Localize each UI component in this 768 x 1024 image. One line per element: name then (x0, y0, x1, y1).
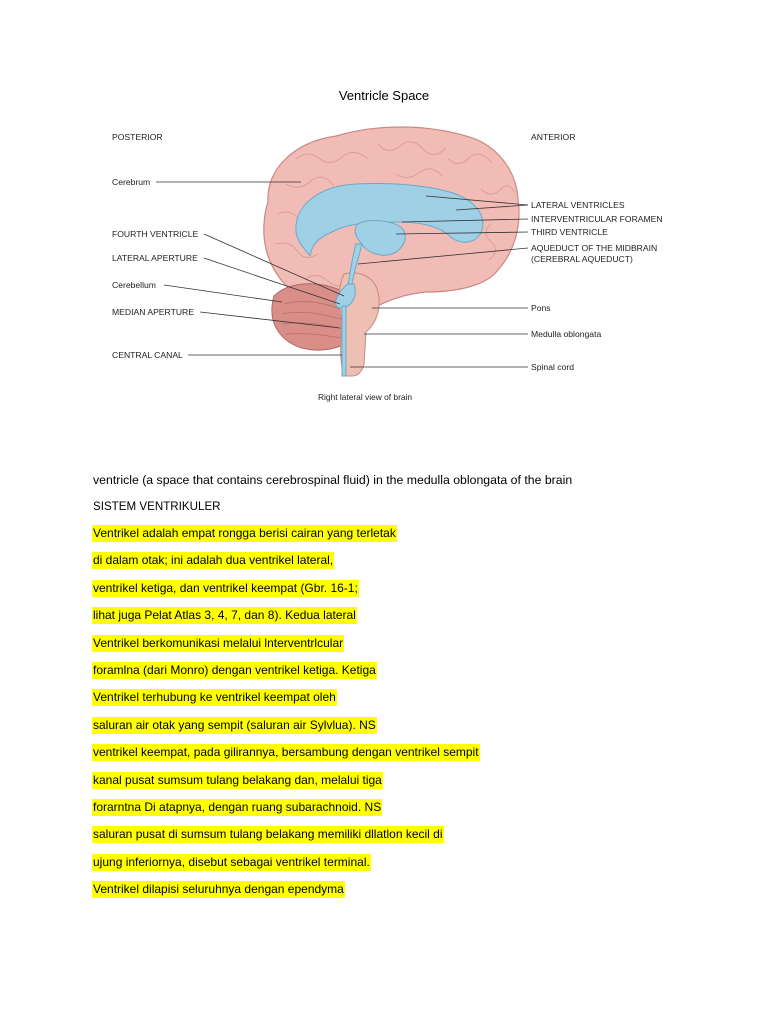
highlighted-line: kanal pusat sumsum tulang belakang dan, … (92, 773, 480, 800)
label-aqueduct-line2: (CEREBRAL AQUEDUCT) (531, 254, 633, 264)
highlighted-line-text: ujung inferiornya, disebut sebagai ventr… (92, 854, 371, 871)
label-lateral-ventricles: LATERAL VENTRICLES (531, 200, 625, 210)
label-interventricular-foramen: INTERVENTRICULAR FORAMEN (531, 214, 663, 224)
highlighted-line: saluran air otak yang sempit (saluran ai… (92, 718, 480, 745)
highlighted-line: ventrikel ketiga, dan ventrikel keempat … (92, 581, 480, 608)
highlighted-line: Ventrikel adalah empat rongga berisi cai… (92, 526, 480, 553)
highlighted-line-text: saluran pusat di sumsum tulang belakang … (92, 826, 444, 843)
highlighted-line: Ventrikel dilapisi seluruhnya dengan epe… (92, 882, 480, 909)
label-pons: Pons (531, 303, 551, 313)
label-anterior: ANTERIOR (531, 132, 575, 142)
highlighted-line-text: foramlna (dari Monro) dengan ventrikel k… (92, 662, 377, 679)
highlighted-line: forarntna Di atapnya, dengan ruang subar… (92, 800, 480, 827)
highlighted-line-text: Ventrikel adalah empat rongga berisi cai… (92, 525, 397, 542)
highlighted-line-text: Ventrikel terhubung ke ventrikel keempat… (92, 689, 337, 706)
highlighted-line: saluran pusat di sumsum tulang belakang … (92, 827, 480, 854)
highlighted-line-text: Ventrikel dilapisi seluruhnya dengan epe… (92, 881, 345, 898)
figure-caption: Right lateral view of brain (318, 392, 412, 402)
label-cerebellum: Cerebellum (112, 280, 156, 290)
highlighted-line-text: di dalam otak; ini adalah dua ventrikel … (92, 552, 334, 569)
highlighted-line-text: Ventrikel berkomunikasi melalui lnterven… (92, 635, 344, 652)
label-median-aperture: MEDIAN APERTURE (112, 307, 194, 317)
label-spinal-cord: Spinal cord (531, 362, 574, 372)
highlighted-line: ujung inferiornya, disebut sebagai ventr… (92, 855, 480, 882)
highlighted-line: lihat juga Pelat Atlas 3, 4, 7, dan 8). … (92, 608, 480, 635)
label-fourth-ventricle: FOURTH VENTRICLE (112, 229, 199, 239)
section-heading: SISTEM VENTRIKULER (93, 500, 221, 513)
highlighted-line: Ventrikel berkomunikasi melalui lnterven… (92, 636, 480, 663)
label-lateral-aperture: LATERAL APERTURE (112, 253, 198, 263)
brain-diagram: POSTERIOR Cerebrum FOURTH VENTRICLE LATE… (96, 114, 676, 414)
highlighted-line-text: saluran air otak yang sempit (saluran ai… (92, 717, 377, 734)
highlighted-line: Ventrikel terhubung ke ventrikel keempat… (92, 690, 480, 717)
highlighted-line: foramlna (dari Monro) dengan ventrikel k… (92, 663, 480, 690)
highlighted-line-text: forarntna Di atapnya, dengan ruang subar… (92, 799, 382, 816)
page-title: Ventricle Space (0, 88, 768, 103)
highlighted-paragraph: Ventrikel adalah empat rongga berisi cai… (92, 526, 480, 909)
label-central-canal: CENTRAL CANAL (112, 350, 183, 360)
highlighted-line: di dalam otak; ini adalah dua ventrikel … (92, 553, 480, 580)
label-cerebrum: Cerebrum (112, 177, 150, 187)
highlighted-line-text: kanal pusat sumsum tulang belakang dan, … (92, 772, 383, 789)
highlighted-line-text: lihat juga Pelat Atlas 3, 4, 7, dan 8). … (92, 607, 357, 624)
highlighted-line: ventrikel keempat, pada gilirannya, bers… (92, 745, 480, 772)
central-canal-shape (342, 306, 346, 376)
highlighted-line-text: ventrikel ketiga, dan ventrikel keempat … (92, 580, 359, 597)
brain-ventricle-figure: POSTERIOR Cerebrum FOURTH VENTRICLE LATE… (96, 114, 676, 414)
intro-text: ventricle (a space that contains cerebro… (93, 473, 572, 487)
label-posterior: POSTERIOR (112, 132, 163, 142)
label-third-ventricle: THIRD VENTRICLE (531, 227, 608, 237)
label-medulla: Medulla oblongata (531, 329, 601, 339)
label-aqueduct-line1: AQUEDUCT OF THE MIDBRAIN (531, 243, 657, 253)
highlighted-line-text: ventrikel keempat, pada gilirannya, bers… (92, 744, 480, 761)
